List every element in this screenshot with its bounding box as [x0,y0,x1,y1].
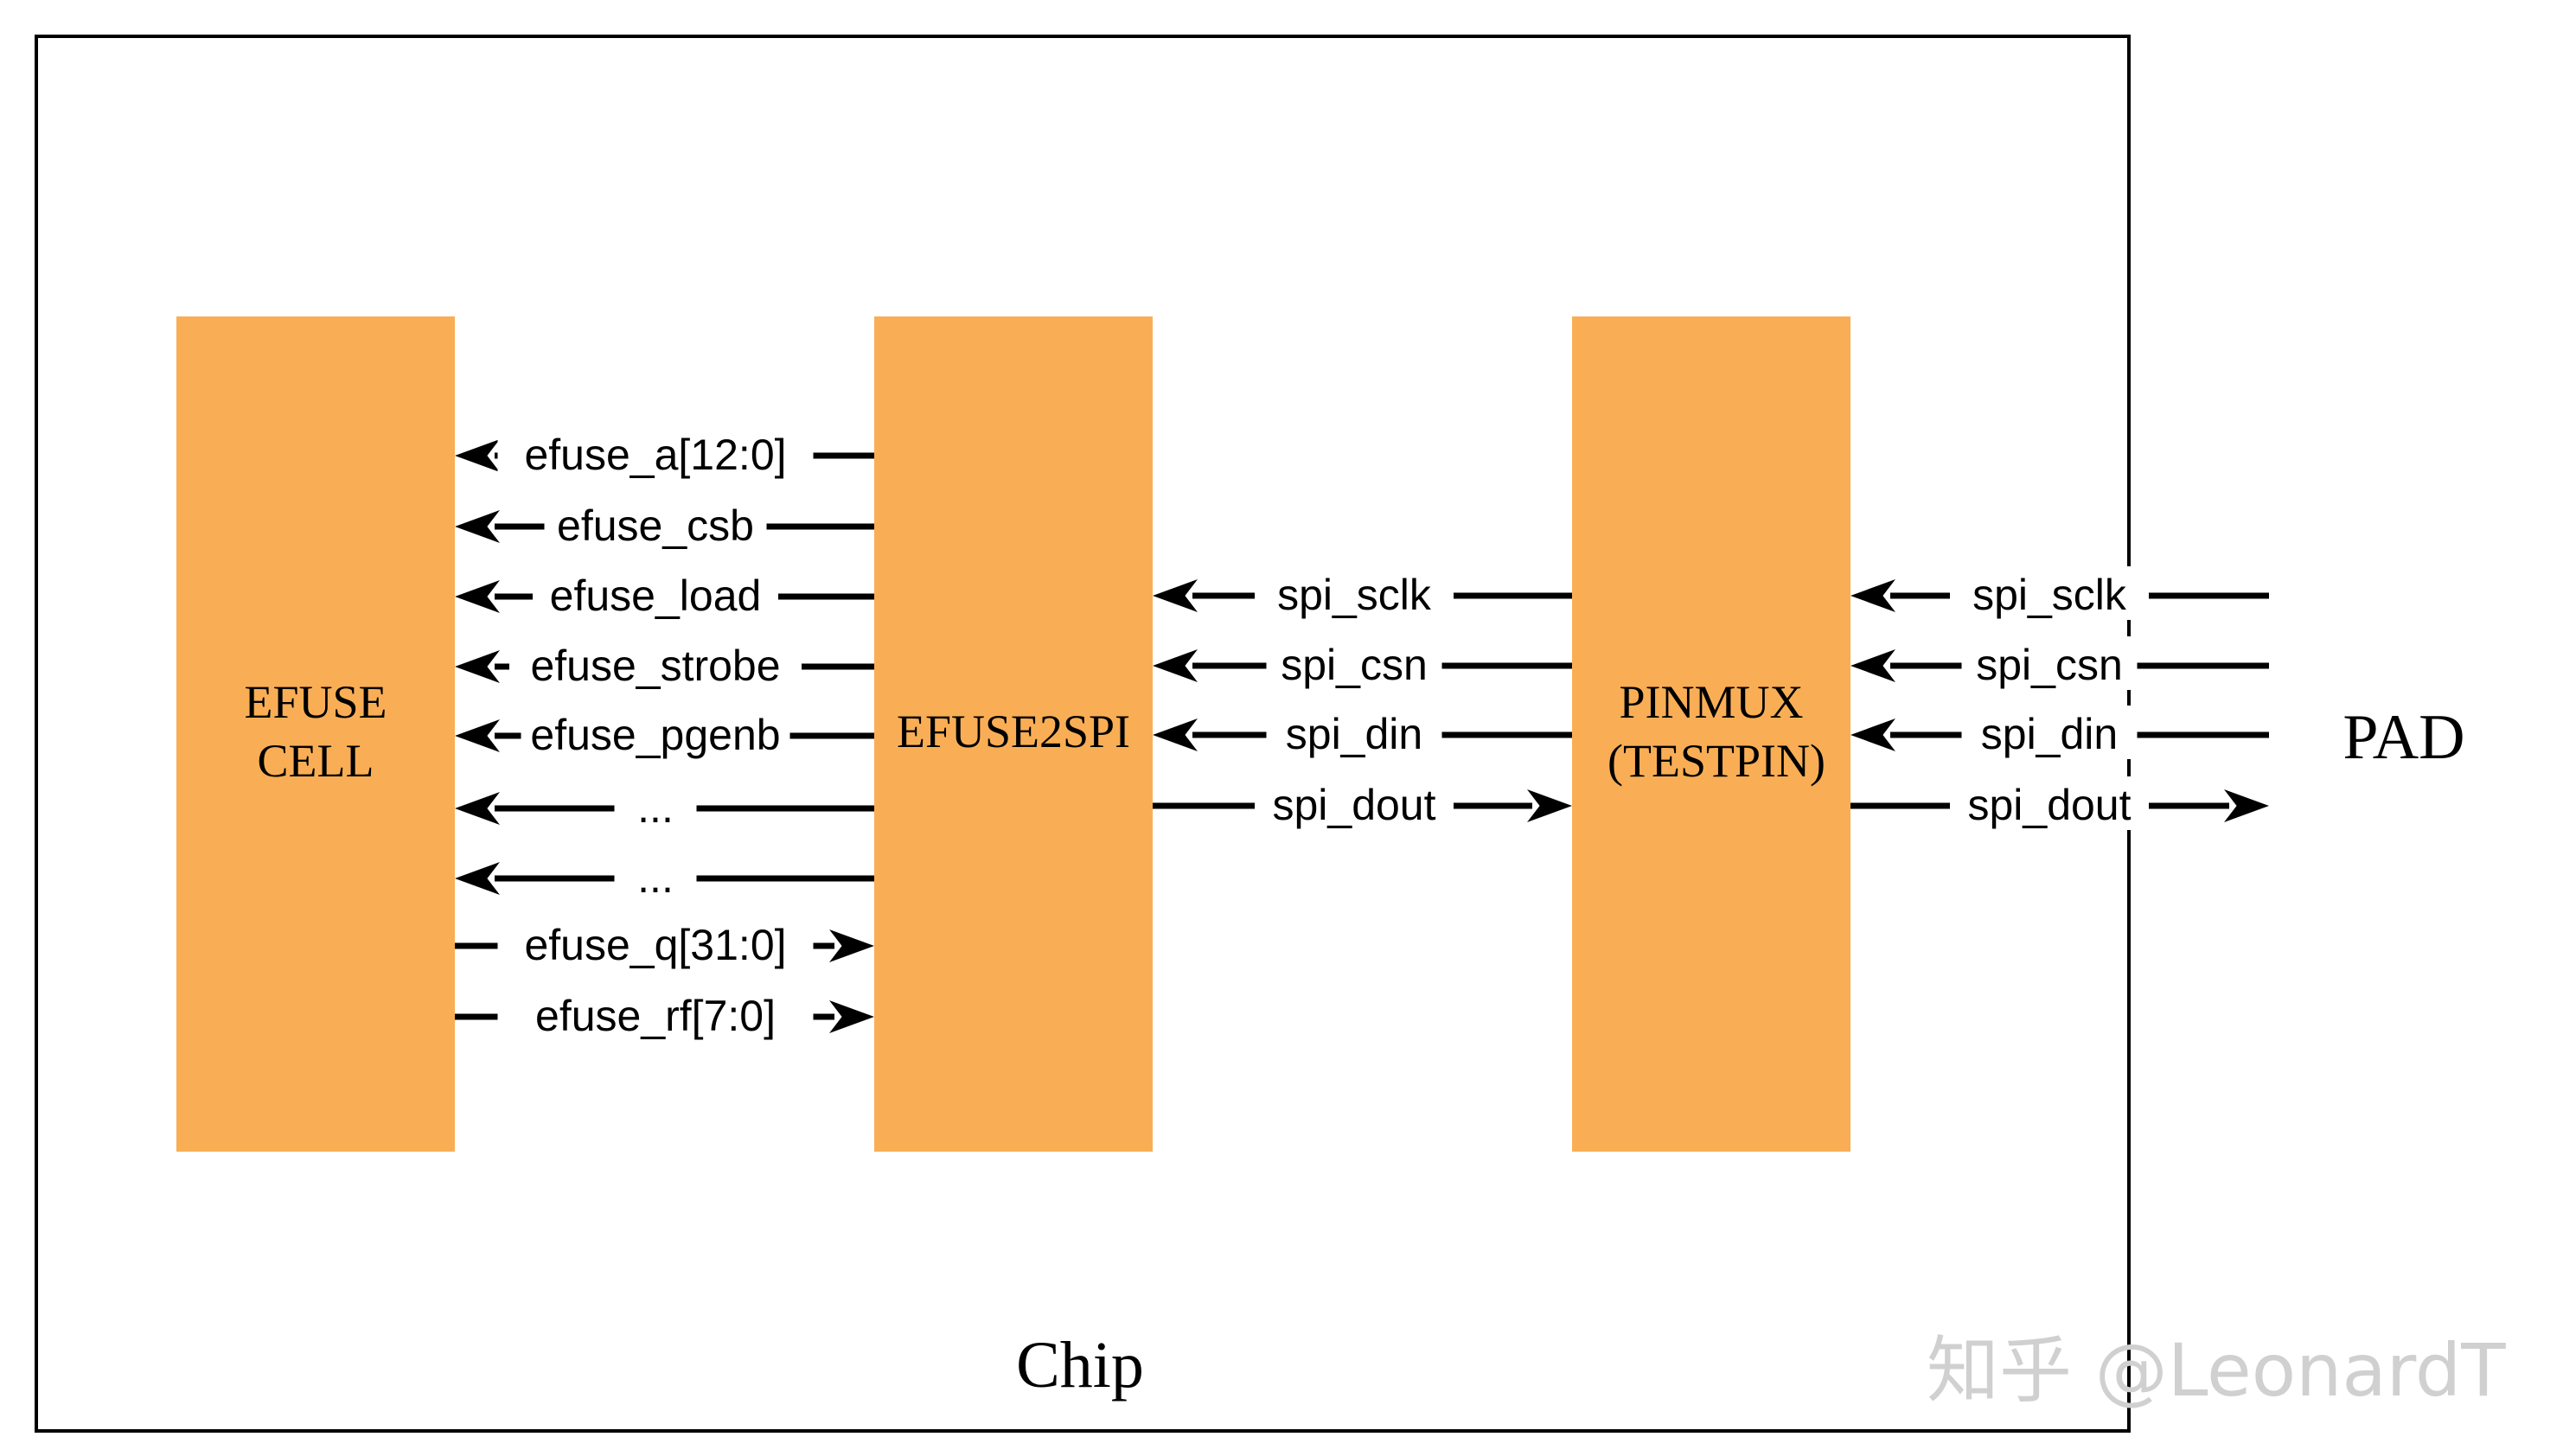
efuse-signal-5-arrowhead [455,719,500,752]
spi-internal-signal-group: spi_sclk spi_csn spi_din spi_dout [1153,566,1572,830]
efuse-signal-7-label: ... [637,853,674,902]
efuse2spi-label: EFUSE2SPI [897,706,1130,757]
spi-internal-signal-1-arrowhead [1153,579,1198,612]
spi-internal-signal-4-label-background [1255,776,1454,830]
spi-pad-signal-1-label-background [1950,566,2149,620]
pad-label: PAD [2342,702,2464,773]
efuse-signal-1-label-background [497,426,814,480]
spi-internal-signal-3-label: spi_din [1286,710,1422,758]
efuse-signal-1-arrowhead [455,439,500,472]
efuse-signal-6-label: ... [637,783,674,832]
spi-pad-signal-2-label-background [1961,636,2138,690]
efuse-signal-3-label: efuse_load [550,572,762,620]
spi-pad-signal-4-label: spi_dout [1967,781,2131,829]
efuse-signal-6-label-background [614,779,697,833]
efuse-signal-2-arrowhead [455,510,500,543]
efuse-signal-8-label: efuse_q[31:0] [524,921,786,969]
spi-pad-signal-3-arrowhead [1850,718,1895,751]
efuse-signal-5-label-background [521,706,790,760]
spi-internal-signal-1-label-background [1255,566,1454,620]
efuse-signal-8-label-background [497,916,814,970]
efuse-signal-1-label: efuse_a[12:0] [524,431,786,479]
spi-pad-signal-group: spi_sclk spi_csn spi_din spi_dout [1850,566,2269,830]
chip-label: Chip [1016,1329,1144,1402]
efuse-signal-2-label-background [544,497,767,551]
efuse-signal-7-arrowhead [455,862,500,895]
efuse-cell-block [176,316,455,1152]
spi-internal-signal-2-label: spi_csn [1281,641,1428,689]
spi-internal-signal-1-label: spi_sclk [1277,571,1432,619]
efuse-cell-label-line-2: CELL [258,735,374,787]
spi-internal-signal-2-arrowhead [1153,649,1198,682]
efuse-cell-label-line-1: EFUSE [244,676,387,728]
efuse-signal-6-arrowhead [455,792,500,825]
efuse-signal-4-label-background [509,637,802,691]
pinmux-block [1572,316,1850,1152]
spi-pad-signal-4-label-background [1950,776,2149,830]
efuse-signal-4-label: efuse_strobe [530,642,780,690]
efuse-signal-3-label-background [533,567,778,621]
efuse2spi-block [874,316,1153,1152]
spi-internal-signal-2-label-background [1266,636,1442,690]
efuse-signal-4-arrowhead [455,650,500,683]
efuse-signal-5-label: efuse_pgenb [530,711,780,759]
spi-pad-signal-2-label: spi_csn [1976,641,2123,689]
spi-internal-signal-3-arrowhead [1153,718,1198,751]
spi-pad-signal-2-arrowhead [1850,649,1895,682]
efuse-signal-2-label: efuse_csb [557,501,754,550]
efuse-signal-9-label-background [497,987,814,1041]
spi-pad-signal-4-arrowhead [2224,789,2269,822]
efuse-signal-7-label-background [614,849,697,903]
spi-internal-signal-4-label: spi_dout [1272,781,1435,829]
efuse-signal-group: efuse_a[12:0] efuse_csb efuse_load efuse_st… [455,426,874,1041]
spi-pad-signal-3-label: spi_din [1981,710,2118,758]
spi-pad-signal-3-label-background [1961,706,2138,759]
efuse-signal-9-label: efuse_rf[7:0] [535,992,776,1040]
spi-internal-signal-4-arrowhead [1527,789,1572,822]
efuse-signal-9-arrowhead [829,1000,874,1033]
spi-pad-signal-1-arrowhead [1850,579,1895,612]
efuse-signal-8-arrowhead [829,929,874,962]
spi-internal-signal-3-label-background [1266,706,1442,759]
spi-pad-signal-1-label: spi_sclk [1972,571,2127,619]
watermark-text: 知乎 @LeonardT [1927,1328,2506,1413]
pinmux-label-line-1: PINMUX [1619,676,1803,728]
pinmux-label-line-2: (TESTPIN) [1607,735,1825,787]
efuse-signal-3-arrowhead [455,580,500,613]
